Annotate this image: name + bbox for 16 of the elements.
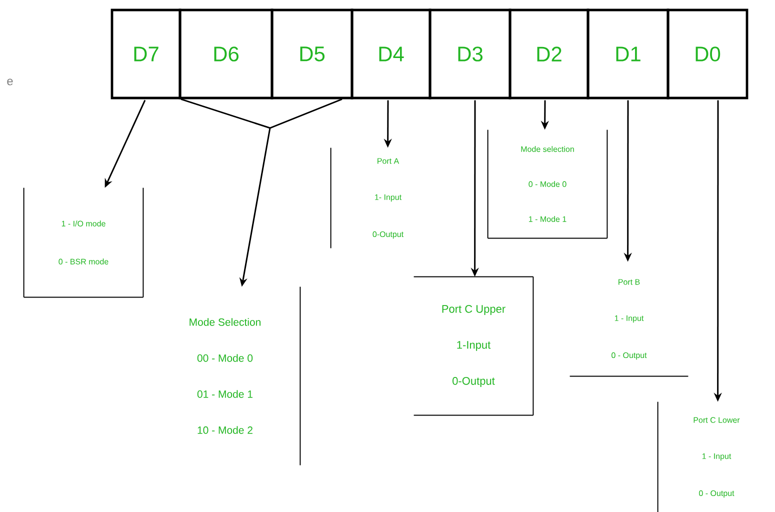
text-box: Port A 1- Input 0-Output <box>330 147 404 249</box>
text-box: Port B 1 - Input 0 - Output <box>569 279 689 377</box>
text-box: Port C Upper 1-Input 0-Output <box>413 276 534 416</box>
text-fragment: e <box>7 78 13 86</box>
bit-cell: D7 <box>110 8 182 100</box>
bit-cell: D5 <box>270 8 354 100</box>
bit-cell: D0 <box>666 8 748 100</box>
bit-cell: D3 <box>428 8 512 100</box>
text-box: 1 - I/O mode 0 - BSR mode <box>23 187 144 298</box>
text-box: Mode selection 0 - Mode 0 1 - Mode 1 <box>487 129 608 239</box>
bit-cell: D6 <box>178 8 274 100</box>
bit-cell: D1 <box>586 8 670 100</box>
bit-cell: D4 <box>350 8 432 100</box>
text-box: Mode Selection 00 - Mode 0 01 - Mode 1 10 - Mode 2 <box>190 286 301 466</box>
bit-cell: D2 <box>508 8 590 100</box>
text-box: Port C Lower 1 - Input 0 - Output <box>657 401 740 512</box>
